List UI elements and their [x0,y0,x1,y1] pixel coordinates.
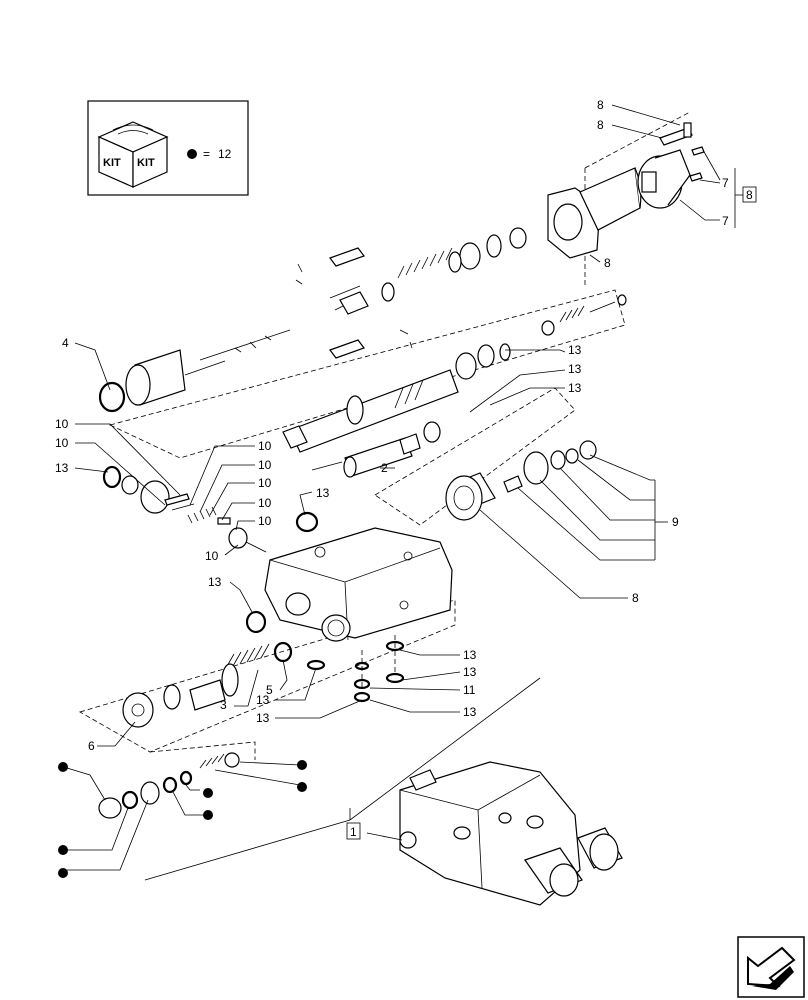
kit-dot-icon [203,810,213,820]
callout-13: 13 [463,648,477,662]
leader-lines [66,104,745,881]
callout-10: 10 [205,549,219,563]
callout-8: 8 [632,591,639,605]
kit-dot-icon [187,149,197,159]
callout-8: 8 [604,256,611,270]
relief-spring-group [122,643,270,728]
callout-11: 11 [463,683,476,697]
callout-13: 13 [316,486,330,500]
kit-box-icon: KIT KIT [97,121,169,188]
kit-small-parts [98,752,240,819]
callout-6: 6 [88,739,95,753]
knob-subassembly [445,440,597,521]
spool-cap-assembly [98,122,705,478]
kit-badge-right: KIT [137,157,155,169]
kit-legend-equals: = [203,147,210,161]
callout-7: 7 [722,176,729,190]
callout-10: 10 [55,436,69,450]
callout-9: 9 [672,515,679,529]
detent-parts [102,465,319,553]
kit-dot-icon [58,868,68,878]
callout-13: 13 [55,461,69,475]
kit-badge-left: KIT [103,157,121,169]
kit-dot-icon [58,845,68,855]
kit-dot-icon [297,782,307,792]
callout-13: 13 [568,381,582,395]
kit-dot-icon [297,760,307,770]
callout-10: 10 [55,417,69,431]
lower-orings [306,635,405,703]
callout-13: 13 [463,705,477,719]
next-page-arrow-icon[interactable] [737,936,805,998]
kit-legend: KIT KIT = 12 [87,100,249,196]
callout-10: 10 [258,439,272,453]
callout-13: 13 [463,665,477,679]
assembly-label-box: 1 [346,822,361,840]
callout-13: 13 [256,693,270,707]
complete-valve [399,761,623,906]
callout-7: 7 [722,214,729,228]
kit-dot-icon [58,762,68,772]
callout-3: 3 [220,698,227,712]
callout-13: 13 [568,343,582,357]
callout-8: 8 [597,98,604,112]
kit-group-label: 8 [746,188,753,202]
valve-body [245,527,453,663]
callout-1: 1 [350,825,357,839]
kit-legend-value: 12 [218,147,232,161]
callout-4: 4 [62,336,69,350]
kit-dot-icon [203,788,213,798]
callout-8: 8 [597,118,604,132]
callout-5: 5 [266,683,273,697]
callout-13: 13 [256,711,270,725]
spring-stack [381,227,527,302]
callout-10: 10 [258,514,272,528]
callout-10: 10 [258,476,272,490]
callout-2: 2 [381,461,388,475]
callout-13: 13 [568,362,582,376]
callout-13: 13 [208,575,222,589]
callout-10: 10 [258,458,272,472]
callout-labels: 8 8 7 7 8 8 4 13 13 13 10 10 13 10 10 10… [55,98,757,840]
kit-dot-markers [58,760,307,878]
kit-group-label-box: 8 [742,186,757,203]
callout-10: 10 [258,496,272,510]
